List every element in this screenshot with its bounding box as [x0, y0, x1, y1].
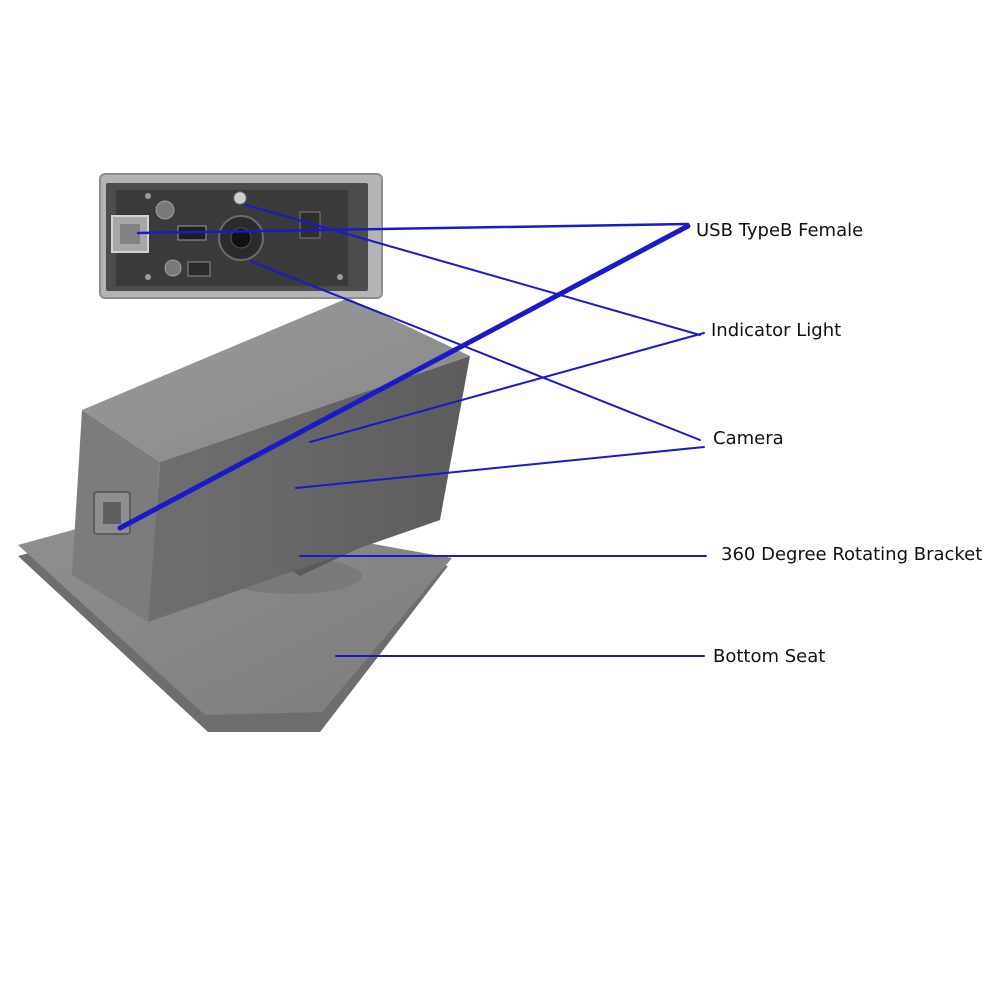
housing-top: [82, 298, 470, 462]
mount-screw: [145, 193, 151, 199]
mount-screw: [337, 274, 343, 280]
connector: [187, 261, 211, 277]
indicator-led: [233, 191, 247, 205]
leader-indicator-inset: [245, 204, 701, 336]
usb-port-inner: [120, 224, 140, 244]
leader-camera-main: [295, 446, 705, 489]
label-bottom-seat: Bottom Seat: [713, 646, 826, 667]
label-rotating-bracket: 360 Degree Rotating Bracket: [721, 544, 983, 565]
camera-lens: [230, 227, 252, 249]
label-indicator-light: Indicator Light: [711, 320, 842, 341]
inset-housing-interior: [99, 173, 383, 299]
main-housing: [72, 298, 470, 622]
mount-screw: [145, 274, 151, 280]
screw-post-bottom: [164, 259, 182, 277]
leader-lines: [117, 204, 707, 657]
screw-post-top: [155, 200, 175, 220]
leader-camera-inset: [249, 260, 701, 441]
usb-typeb-port-inner: [103, 502, 121, 524]
label-usb-typeb-female: USB TypeB Female: [696, 220, 864, 241]
leader-indicator-main: [309, 332, 705, 443]
leader-usb-main: [117, 223, 691, 531]
label-camera: Camera: [713, 428, 784, 449]
housing-front-side: [148, 356, 470, 622]
leader-usb-inset: [136, 222, 690, 235]
